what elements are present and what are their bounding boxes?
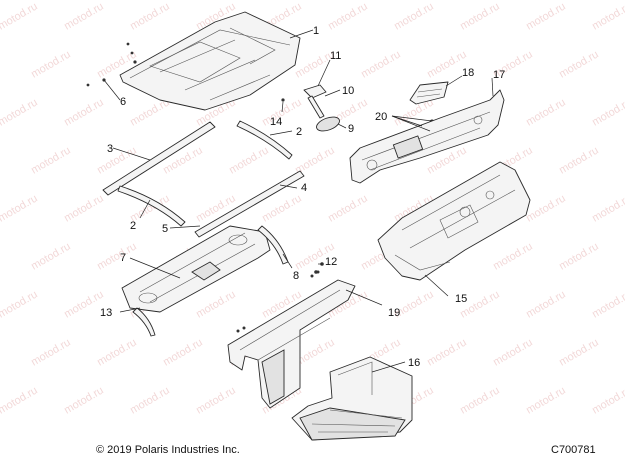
callout-15: 15 bbox=[455, 293, 467, 305]
part-rail-3 bbox=[102, 121, 216, 196]
watermark-text: motod.ru bbox=[0, 96, 40, 128]
callout-4: 4 bbox=[301, 182, 307, 194]
callout-19: 19 bbox=[388, 307, 400, 319]
callout-9: 9 bbox=[348, 123, 354, 135]
watermark-text: motod.ru bbox=[0, 0, 40, 32]
watermark-text: motod.ru bbox=[0, 192, 40, 224]
watermark-text: motod.ru bbox=[62, 96, 106, 128]
callout-2-lower: 2 bbox=[130, 220, 136, 232]
callout-3: 3 bbox=[107, 143, 113, 155]
watermark-text: motod.ru bbox=[62, 384, 106, 416]
watermark-text: motod.ru bbox=[458, 0, 502, 32]
watermark-text: motod.ru bbox=[359, 48, 403, 80]
watermark-text: motod.ru bbox=[326, 0, 370, 32]
watermark-text: motod.ru bbox=[0, 384, 40, 416]
part-seal-2-lower bbox=[117, 185, 186, 227]
callout-10: 10 bbox=[342, 85, 354, 97]
watermark-text: motod.ru bbox=[194, 384, 238, 416]
watermark-text: motod.ru bbox=[425, 336, 469, 368]
watermark-text: motod.ru bbox=[524, 0, 568, 32]
watermark-text: motod.ru bbox=[29, 144, 73, 176]
callout-13: 13 bbox=[100, 307, 112, 319]
callout-8: 8 bbox=[293, 270, 299, 282]
callout-5: 5 bbox=[162, 223, 168, 235]
callout-14: 14 bbox=[270, 116, 282, 128]
part-rail-4 bbox=[194, 170, 305, 238]
watermark-text: motod.ru bbox=[194, 288, 238, 320]
watermark-text: motod.ru bbox=[161, 336, 205, 368]
leader-lines bbox=[103, 29, 494, 373]
watermark-text: motod.ru bbox=[557, 336, 601, 368]
callout-6: 6 bbox=[120, 96, 126, 108]
callout-20: 20 bbox=[375, 111, 387, 123]
callout-17: 17 bbox=[493, 69, 505, 81]
watermark-text: motod.ru bbox=[0, 288, 40, 320]
part-roof bbox=[86, 11, 301, 111]
watermark-text: motod.ru bbox=[524, 384, 568, 416]
watermark-text: motod.ru bbox=[491, 336, 535, 368]
watermark-text: motod.ru bbox=[524, 96, 568, 128]
part-seal-13 bbox=[132, 307, 156, 337]
watermark-text: motod.ru bbox=[524, 288, 568, 320]
watermark-text: motod.ru bbox=[326, 192, 370, 224]
watermark-text: motod.ru bbox=[590, 96, 625, 128]
watermark-text: motod.ru bbox=[557, 144, 601, 176]
callout-18: 18 bbox=[462, 67, 474, 79]
watermark-text: motod.ru bbox=[524, 192, 568, 224]
part-dash-frame bbox=[349, 89, 505, 184]
watermark-text: motod.ru bbox=[95, 336, 139, 368]
watermark-text: motod.ru bbox=[29, 48, 73, 80]
callout-16: 16 bbox=[408, 357, 420, 369]
part-dome-light bbox=[409, 81, 449, 105]
watermark-text: motod.ru bbox=[128, 384, 172, 416]
part-floor-tub bbox=[377, 161, 531, 281]
watermark-text: motod.ru bbox=[62, 0, 106, 32]
watermark-text: motod.ru bbox=[29, 240, 73, 272]
callout-2-upper: 2 bbox=[296, 126, 302, 138]
part-firewall bbox=[227, 270, 356, 409]
watermark-text: motod.ru bbox=[590, 288, 625, 320]
watermark-text: motod.ru bbox=[557, 240, 601, 272]
drawing-number: C700781 bbox=[551, 444, 596, 456]
watermark-text: motod.ru bbox=[491, 240, 535, 272]
copyright-notice: © 2019 Polaris Industries Inc. bbox=[96, 444, 240, 456]
watermark-text: motod.ru bbox=[227, 144, 271, 176]
watermark-text: motod.ru bbox=[29, 336, 73, 368]
callout-1: 1 bbox=[313, 25, 319, 37]
watermark-text: motod.ru bbox=[392, 0, 436, 32]
watermark-text: motod.ru bbox=[95, 240, 139, 272]
watermark-text: motod.ru bbox=[458, 384, 502, 416]
part-seal-2-upper bbox=[236, 120, 293, 160]
callout-11: 11 bbox=[330, 50, 341, 62]
part-clip-14 bbox=[281, 98, 285, 102]
watermark-text: motod.ru bbox=[590, 192, 625, 224]
part-headliner bbox=[121, 225, 271, 313]
callout-12: 12 bbox=[325, 256, 337, 268]
watermark-text: motod.ru bbox=[128, 0, 172, 32]
watermark-layer: motod.ru motod.ru motod.ru motod.ru motod.ru… bbox=[0, 0, 625, 416]
callout-labels: 1 2 2 3 4 5 6 7 8 9 10 11 12 13 14 15 16… bbox=[100, 25, 505, 369]
watermark-text: motod.ru bbox=[557, 48, 601, 80]
part-seal-8 bbox=[257, 225, 289, 265]
watermark-text: motod.ru bbox=[62, 192, 106, 224]
part-clip-12b bbox=[314, 270, 318, 274]
callout-7: 7 bbox=[120, 252, 126, 264]
watermark-text: motod.ru bbox=[590, 0, 625, 32]
part-mirror bbox=[303, 84, 340, 132]
watermark-text: motod.ru bbox=[590, 384, 625, 416]
part-storage-bin bbox=[291, 356, 413, 441]
